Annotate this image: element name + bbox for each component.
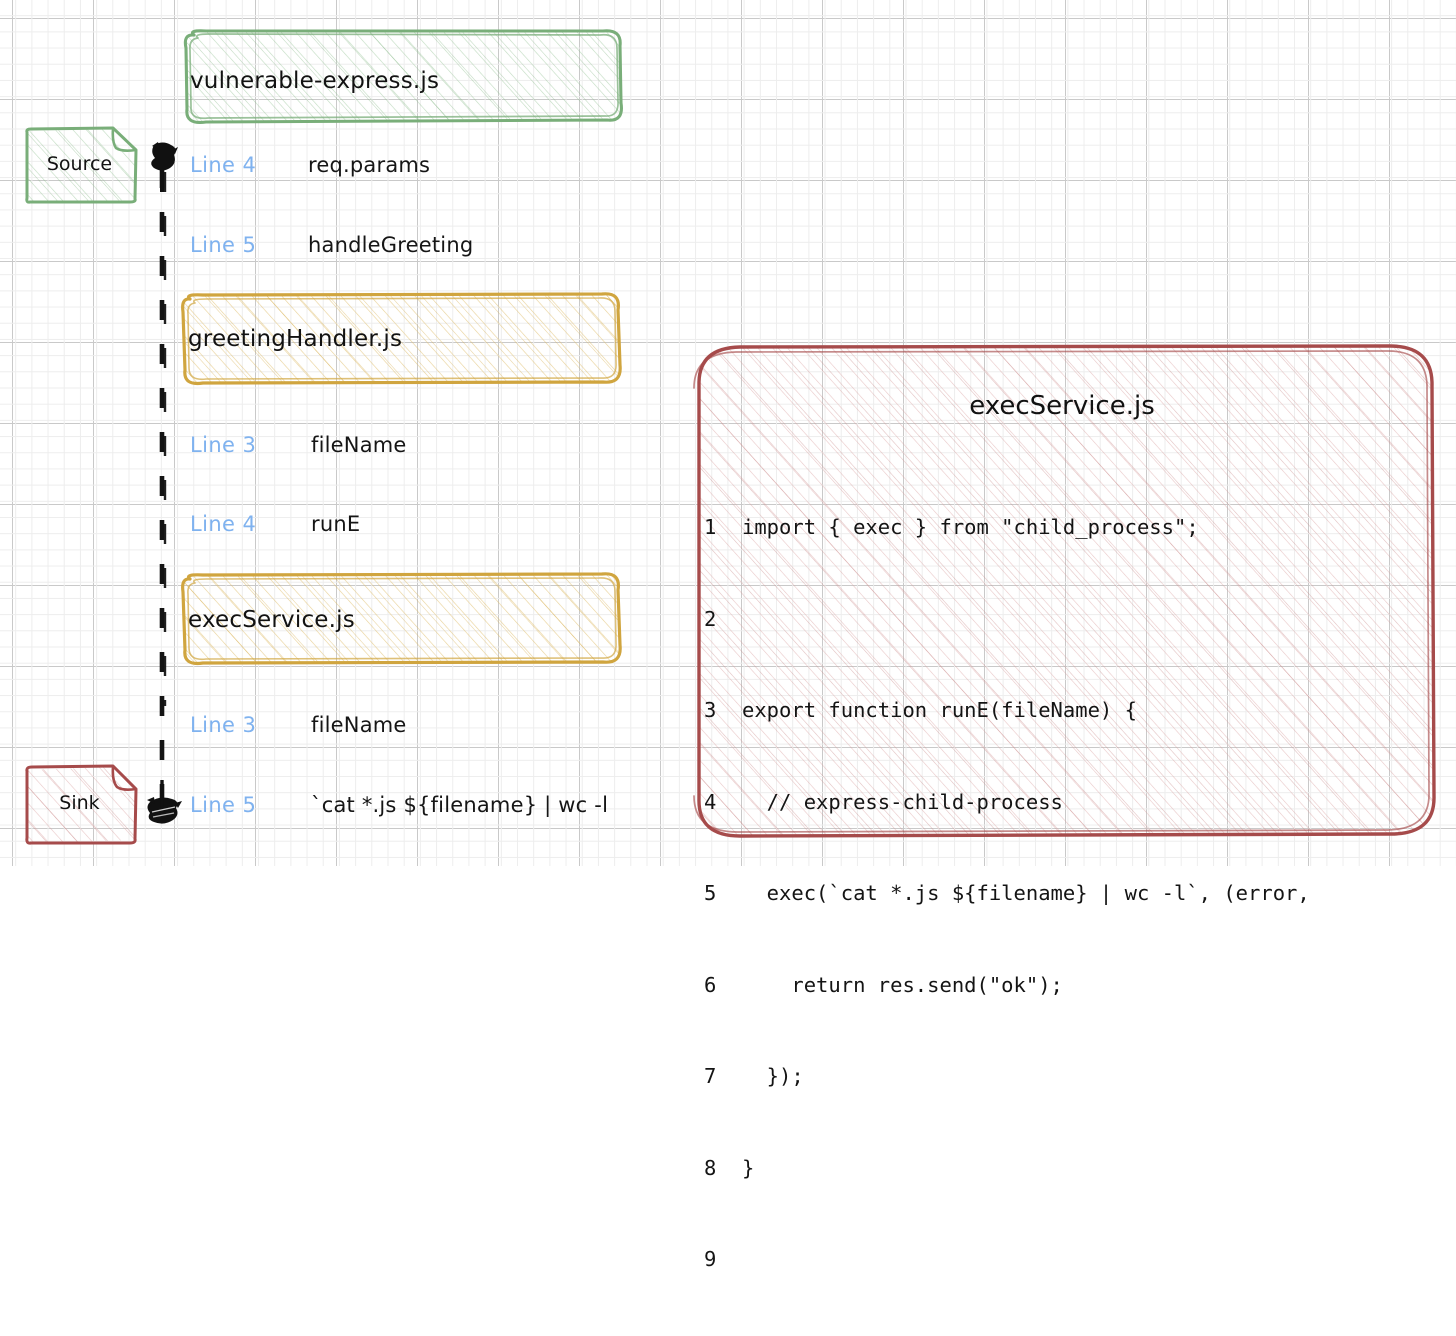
code-line-number: 1 [704,515,717,539]
code-line-number: 5 [704,881,717,905]
code-line-text: }); [742,1064,804,1088]
code-line-6: 6 return res.send("ok"); [704,970,1310,1001]
step-symbol-5: fileName [311,713,407,737]
step-symbol-4: runE [311,512,361,536]
code-line-number: 3 [704,698,717,722]
code-line-number: 2 [704,606,717,631]
sink-note-label: Sink [59,792,100,814]
step-line-3: Line 3 [190,433,257,457]
code-line-1: 1 import { exec } from "child_process"; [704,512,1310,543]
step-line-1: Line 4 [190,153,257,177]
code-panel-body: 1 import { exec } from "child_process"; 2… [704,451,1310,1336]
diagram-canvas: vulnerable-express.js greetingHandler.js… [0,0,1456,1271]
code-line-9: 9 [704,1244,1310,1275]
step-line-6: Line 5 [190,793,257,817]
code-panel[interactable]: execService.js 1 import { exec } from "ch… [688,345,1436,1271]
step-line-4: Line 4 [190,512,257,536]
step-symbol-3: fileName [311,433,407,457]
code-line-text: // express-child-process [742,789,1063,814]
file-label-exec-service: execService.js [188,607,355,633]
source-note-label: Source [46,153,113,175]
code-line-text: exec(`cat *.js ${filename} | wc -l`, (er… [742,881,1310,905]
code-line-2: 2 [704,604,1310,635]
code-line-number: 9 [704,1247,717,1271]
sink-pin-icon [147,780,182,824]
step-line-2: Line 5 [190,233,257,257]
taint-flow-line [159,168,167,812]
code-line-number: 6 [704,972,717,997]
code-line-number: 7 [704,1064,717,1088]
step-symbol-6: `cat *.js ${filename} | wc -l [311,793,609,817]
code-line-text: return res.send("ok"); [742,972,1063,997]
code-panel-title: execService.js [969,391,1155,421]
code-line-3: 3 export function runE(fileName) { [704,695,1310,726]
code-line-5: 5 exec(`cat *.js ${filename} | wc -l`, (… [704,878,1310,909]
file-label-greeting-handler: greetingHandler.js [188,326,403,352]
step-symbol-1: req.params [308,153,431,177]
code-line-number: 8 [704,1155,717,1180]
file-label-vulnerable-express: vulnerable-express.js [190,68,440,94]
code-line-4: 4 // express-child-process [704,787,1310,818]
step-symbol-2: handleGreeting [308,233,474,257]
code-line-8: 8} [704,1153,1310,1184]
code-line-number: 4 [704,789,717,814]
code-line-text: import { exec } from "child_process"; [742,515,1199,539]
code-line-text: } [742,1155,755,1180]
code-line-7: 7 }); [704,1061,1310,1092]
source-pin-icon [151,142,178,192]
step-line-5: Line 3 [190,713,257,737]
code-line-text: export function runE(fileName) { [742,698,1137,722]
